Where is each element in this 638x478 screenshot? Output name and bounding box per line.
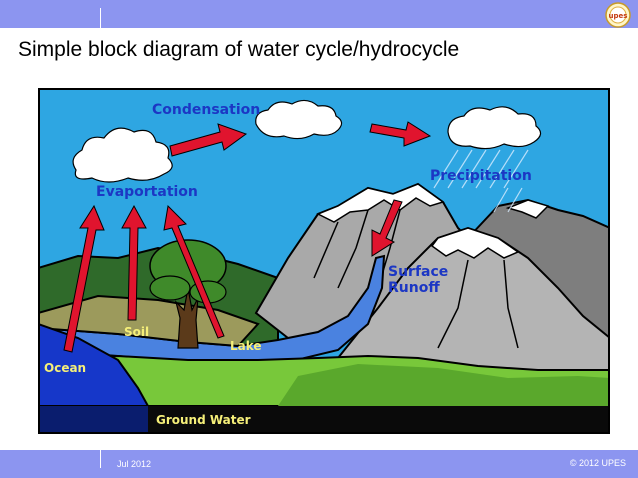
- arrows: [63, 121, 432, 353]
- label-evaporation: Evaportation: [96, 184, 198, 200]
- footer-bar: Jul 2012 © 2012 UPES: [0, 450, 638, 478]
- grass-shade: [278, 364, 610, 406]
- water-cycle-diagram: Condensation Evaportation Precipitation …: [38, 88, 610, 434]
- footer-copyright: © 2012 UPES: [569, 458, 626, 468]
- label-soil: Soil: [124, 325, 149, 339]
- label-condensation: Condensation: [152, 102, 260, 118]
- arrow-condensation-1: [169, 123, 248, 157]
- label-precipitation: Precipitation: [430, 168, 532, 184]
- cloud-middle: [255, 99, 343, 140]
- front-mountain-snow: [430, 227, 520, 259]
- arrow-precipitation: [371, 199, 403, 257]
- ground-water-ocean: [38, 406, 148, 434]
- tree-canopy-left: [149, 275, 191, 301]
- arrow-evap-ocean: [63, 204, 105, 353]
- label-surface-runoff-line2: Runoff: [388, 280, 440, 296]
- rain: [433, 149, 529, 213]
- top-bar: upes: [0, 0, 638, 28]
- upes-logo: upes: [605, 2, 631, 28]
- label-ocean: Ocean: [44, 361, 86, 375]
- front-mountain-ridges: [437, 259, 519, 349]
- main-mountain-snow: [316, 183, 445, 223]
- diagram-border: [38, 88, 610, 434]
- logo-text: upes: [609, 12, 628, 20]
- label-surface-runoff-line1: Surface: [388, 264, 448, 280]
- arrow-evap-lake: [163, 204, 225, 339]
- footer-divider: [100, 450, 101, 468]
- arrow-evap-soil: [121, 204, 147, 321]
- front-mountain: [337, 226, 610, 371]
- label-lake: Lake: [230, 339, 262, 353]
- cloud-right: [447, 106, 542, 150]
- far-mountain-snow: [505, 199, 550, 219]
- footer-date: Jul 2012: [117, 459, 152, 469]
- top-bar-divider: [100, 8, 101, 28]
- cloud-left: [72, 127, 173, 183]
- arrow-condensation-2: [369, 121, 432, 147]
- slide-title: Simple block diagram of water cycle/hydr…: [18, 38, 460, 61]
- tree-trunk: [174, 287, 199, 349]
- label-ground-water: Ground Water: [156, 413, 251, 427]
